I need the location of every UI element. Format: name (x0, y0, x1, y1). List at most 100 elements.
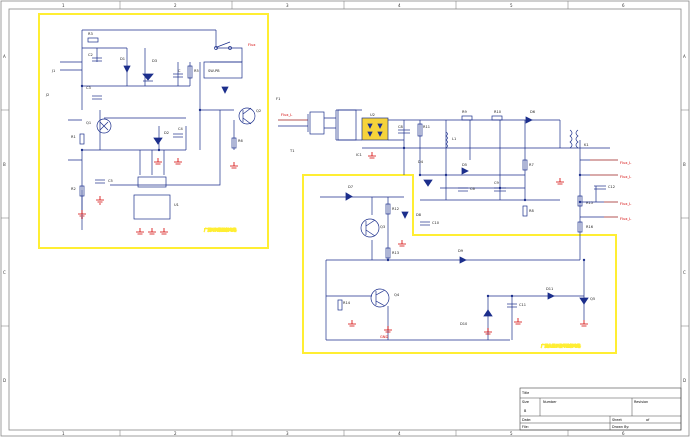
label-d2: D2 (164, 131, 169, 135)
diode-d11 (547, 292, 555, 300)
label-l1: L1 (452, 137, 456, 141)
zone-bottom-5: 5 (510, 431, 513, 436)
zone-left-b: B (3, 162, 6, 167)
label-q3: Q3 (380, 225, 385, 229)
label-u1: U1 (174, 203, 179, 207)
label-r1: R1 (71, 135, 76, 139)
zone-bottom-2: 2 (174, 431, 177, 436)
diode-d1 (123, 65, 131, 73)
net-flux-in: Flux_L (281, 113, 292, 117)
switch-contact-a (214, 46, 218, 50)
diode-d6 (525, 116, 533, 124)
resistor-r3 (87, 37, 99, 43)
ground-tl-5 (160, 228, 168, 235)
file-label: File: (522, 425, 529, 429)
transistor-q2 (238, 107, 256, 125)
ground-r-5 (580, 320, 588, 327)
number-label: Number (543, 400, 557, 404)
label-q4: Q4 (394, 293, 400, 297)
zone-bottom-4: 4 (398, 431, 401, 436)
diode-d10 (483, 309, 493, 317)
label-c4: C4 (178, 127, 184, 131)
diode-small-tl (221, 86, 229, 94)
label-r9: R9 (462, 110, 467, 114)
label-d4: D4 (418, 160, 424, 164)
resistor-r7 (522, 159, 528, 171)
zone-top-2: 2 (174, 3, 177, 8)
ground-tl-3 (136, 228, 144, 235)
net-flux-out-3: Flux_L (620, 202, 631, 206)
ic-ic1 (337, 109, 357, 141)
label-r8: R8 (529, 209, 534, 213)
diode-d5 (461, 167, 469, 175)
optocoupler-u2 (361, 117, 389, 141)
zone-bottom-3: 3 (286, 431, 289, 436)
resistor-r6 (231, 137, 237, 149)
title-block: Title Size B Number Revision Date: File:… (519, 387, 682, 431)
label-r2: R2 (71, 187, 76, 191)
label-c11: C11 (519, 303, 526, 307)
label-d6: D6 (530, 110, 536, 114)
zone-top-1: 1 (62, 3, 65, 8)
ground-tl-6 (154, 158, 162, 165)
zone-top-3: 3 (286, 3, 289, 8)
label-c12: C12 (608, 185, 615, 189)
ground-tl-7 (174, 158, 182, 165)
ground-r-8 (556, 178, 564, 185)
timer-circuit: D3 D1 C2 C3 C C4 R3 R1 R2 R5 R6 D (45, 29, 261, 235)
capacitor-c4 (173, 133, 183, 138)
capacitor-c6 (458, 187, 468, 192)
resistor-r14 (337, 299, 343, 311)
zener-q5 (579, 297, 589, 305)
resistor-r5 (187, 65, 193, 79)
label-r5: R5 (194, 69, 199, 73)
resistor-r16 (577, 221, 583, 233)
of-label: of (646, 418, 650, 422)
label-r7: R7 (529, 163, 534, 167)
net-flux-tl: Flux (248, 43, 256, 47)
label-r13: R13 (392, 251, 399, 255)
date-label: Date: (522, 418, 531, 422)
diode-d7 (345, 192, 353, 201)
diode-d9 (459, 256, 467, 264)
label-opto: U2 (370, 113, 375, 117)
label-c8: C8 (398, 125, 404, 129)
label-k1: K1 (584, 143, 589, 147)
ground-r-4 (514, 318, 522, 325)
resistor-r12 (385, 203, 391, 215)
transformer-input (309, 111, 325, 135)
capacitor-c10 (420, 221, 430, 226)
zone-right-c: C (683, 270, 686, 275)
label-r15: R15 (586, 201, 593, 205)
label-d8: D8 (416, 213, 422, 217)
size-label: Size (522, 400, 529, 404)
resistor-r1 (79, 133, 85, 145)
label-c2: C2 (88, 53, 93, 57)
ground-r-6 (368, 152, 376, 159)
net-flux-out-1: Flux_L (620, 161, 631, 165)
ground-r-1 (384, 326, 392, 333)
capacitor-c8 (398, 129, 410, 134)
label-q2: Q2 (256, 109, 261, 113)
zone-bottom-6: 6 (622, 431, 625, 436)
transistor-q1 (96, 118, 112, 134)
drawn-label: Drawn By: (612, 425, 629, 429)
net-j1: J1 (51, 69, 55, 73)
net-gnd: GND (380, 335, 388, 339)
zone-top-6: 6 (622, 3, 625, 8)
transistor-q4 (370, 288, 390, 308)
capacitor-c5 (95, 179, 105, 184)
diode-d4 (423, 179, 433, 187)
resistor-r10 (491, 115, 503, 121)
zone-bottom-1: 1 (62, 431, 65, 436)
group-frames: 广层时间段控制电路 广层由显示信号控制电路 (38, 13, 617, 354)
net-j2: J2 (45, 93, 49, 97)
junction-dots (80, 84, 586, 298)
label-d10: D10 (460, 322, 468, 326)
group-frame-timer (38, 13, 269, 249)
label-d3: D3 (152, 59, 157, 63)
inductor-l1 (445, 131, 448, 149)
label-q1: Q1 (86, 121, 91, 125)
zone-left-d: D (3, 378, 6, 383)
